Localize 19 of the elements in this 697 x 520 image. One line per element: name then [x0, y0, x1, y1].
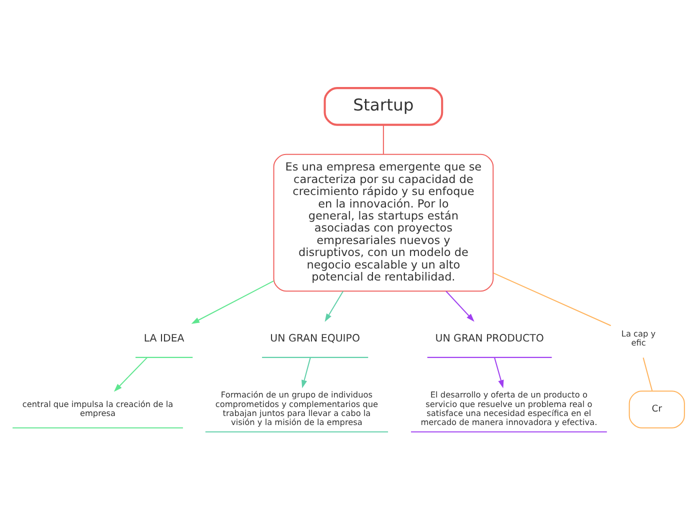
arrow	[191, 280, 274, 324]
node-text: El desarrollo y oferta de un producto o servicio que resuelve un problema real o satisface una necesidad específica en el mercado de manera innovadora y efectiva.	[420, 390, 598, 428]
arrow	[114, 357, 148, 392]
node-text: LA IDEA	[144, 334, 184, 345]
node-text: Formación de un grupo de individuos comprometidos y complementarios que trabajan juntos para llevar a cabo la visión y la misión de la empresa	[215, 390, 378, 428]
node-text: UN GRAN EQUIPO	[270, 334, 360, 345]
connector	[642, 358, 653, 391]
node-text: central que impulsa la creación de la empresa	[22, 398, 174, 418]
node-box: Startup	[324, 87, 444, 126]
node-text: La cap y efic	[621, 328, 656, 348]
arrow	[446, 290, 474, 322]
connector	[382, 124, 384, 154]
connector	[493, 272, 612, 326]
node-box: Cr	[628, 390, 685, 428]
arrow	[302, 358, 311, 388]
arrow	[494, 358, 504, 388]
node-text: UN GRAN PRODUCTO	[435, 334, 544, 345]
arrow	[324, 290, 344, 322]
node-box: Es una empresa emergente que se caracteriza por su capacidad de crecimiento rápido y su enfoque en la innovación. Por lo general, las startups están asociadas con proyectos empresariales nuevos y disruptivos, con un modelo de negocio escalable y un alto potencial de rentabilidad.	[273, 154, 494, 292]
